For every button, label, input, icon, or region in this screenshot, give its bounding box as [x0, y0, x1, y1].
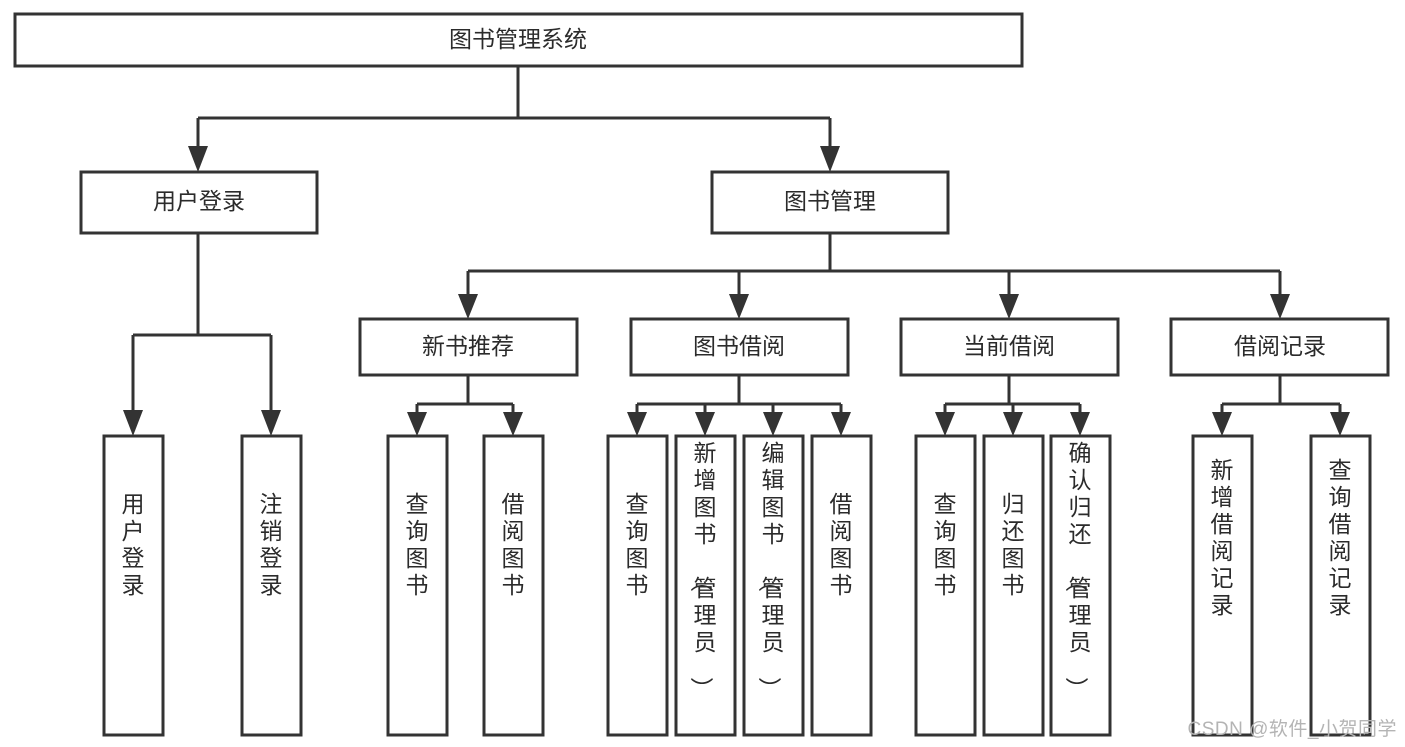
node-borrow-record-label: 借阅记录	[1234, 333, 1326, 359]
node-leaf-query-record-label: 查询借阅记录	[1329, 457, 1352, 618]
arrowhead-borrow-record	[1270, 294, 1290, 319]
node-borrow-record[interactable]: 借阅记录	[1169, 317, 1390, 377]
node-root-label: 图书管理系统	[449, 26, 587, 52]
node-book-borrow-label: 图书借阅	[693, 333, 785, 359]
arrowhead-leaf-query-record	[1330, 412, 1350, 436]
node-leaf-add-record[interactable]: 新增借阅记录	[1191, 434, 1254, 737]
node-leaf-confirm-return[interactable]: 确认归还（管理员）	[1049, 434, 1112, 737]
node-leaf-query-book-1-box[interactable]	[386, 434, 449, 737]
node-leaf-query-book-1-label: 查询图书	[406, 491, 429, 598]
node-user-login-box[interactable]	[79, 170, 319, 235]
node-book-management[interactable]: 图书管理	[710, 170, 950, 235]
node-leaf-add-record-box[interactable]	[1191, 434, 1254, 737]
node-leaf-query-record-box[interactable]	[1309, 434, 1372, 737]
node-leaf-logout-box[interactable]	[240, 434, 303, 737]
node-new-book-recommend-box[interactable]	[358, 317, 579, 377]
node-leaf-add-book[interactable]: 新增图书（管理员）	[674, 434, 737, 737]
node-leaf-edit-book-box[interactable]	[742, 434, 805, 737]
arrowhead-book-borrow	[729, 294, 749, 319]
connector-group-borrow-record	[1212, 375, 1350, 436]
node-new-book-recommend[interactable]: 新书推荐	[358, 317, 579, 377]
node-leaf-query-book-3-label: 查询图书	[934, 491, 957, 598]
node-borrow-record-box[interactable]	[1169, 317, 1390, 377]
arrowhead-leaf-user-login	[123, 410, 143, 436]
arrowhead-user-login	[188, 146, 208, 172]
node-new-book-recommend-label: 新书推荐	[422, 333, 514, 359]
arrowhead-leaf-return-book	[1003, 412, 1023, 436]
node-user-login-label: 用户登录	[153, 188, 245, 214]
connector-group-root	[188, 66, 840, 172]
node-leaf-query-book-3[interactable]: 查询图书	[914, 434, 977, 737]
node-current-borrow-label: 当前借阅	[963, 333, 1055, 359]
node-leaf-query-book-3-box[interactable]	[914, 434, 977, 737]
connector-group-new-book-recommend	[407, 375, 523, 436]
node-leaf-logout-label: 注销登录	[260, 491, 283, 598]
arrowhead-leaf-query-book-2	[627, 412, 647, 436]
arrowhead-leaf-confirm-return	[1070, 412, 1090, 436]
arrowhead-leaf-add-book	[695, 412, 715, 436]
node-leaf-borrow-book-2-box[interactable]	[810, 434, 873, 737]
node-leaf-borrow-book-1-box[interactable]	[482, 434, 545, 737]
node-current-borrow-box[interactable]	[899, 317, 1120, 377]
connector-group-book-borrow	[627, 375, 851, 436]
arrowhead-leaf-query-book-3	[935, 412, 955, 436]
arrowhead-leaf-query-book-1	[407, 412, 427, 436]
node-leaf-add-book-box[interactable]	[674, 434, 737, 737]
arrowhead-new-book-recommend	[458, 294, 478, 319]
node-current-borrow[interactable]: 当前借阅	[899, 317, 1120, 377]
node-leaf-confirm-return-label: 确认归还（管理员）	[1064, 440, 1092, 700]
node-root[interactable]: 图书管理系统	[13, 12, 1024, 68]
node-user-login[interactable]: 用户登录	[79, 170, 319, 235]
node-root-box[interactable]	[13, 12, 1024, 68]
arrowhead-leaf-borrow-book-1	[503, 412, 523, 436]
node-leaf-confirm-return-box[interactable]	[1049, 434, 1112, 737]
node-leaf-return-book[interactable]: 归还图书	[982, 434, 1045, 737]
arrowhead-leaf-logout	[261, 410, 281, 436]
connector-group-user-login	[123, 233, 281, 436]
node-book-management-box[interactable]	[710, 170, 950, 235]
node-leaf-user-login-label: 用户登录	[122, 491, 145, 598]
node-leaf-logout[interactable]: 注销登录	[240, 434, 303, 737]
node-leaf-add-book-label: 新增图书（管理员）	[689, 440, 717, 700]
arrowhead-leaf-add-record	[1212, 412, 1232, 436]
node-leaf-user-login-box[interactable]	[102, 434, 165, 737]
node-leaf-user-login[interactable]: 用户登录	[102, 434, 165, 737]
node-leaf-query-book-2-box[interactable]	[606, 434, 669, 737]
csdn-watermark: CSDN @软件_小贺同学	[1187, 719, 1397, 740]
node-leaf-query-record[interactable]: 查询借阅记录	[1309, 434, 1372, 737]
connector-group-book-management	[458, 233, 1290, 319]
node-leaf-query-book-2-label: 查询图书	[626, 491, 649, 598]
node-leaf-borrow-book-2[interactable]: 借阅图书	[810, 434, 873, 737]
arrowhead-leaf-edit-book	[763, 412, 783, 436]
node-leaf-edit-book-label: 编辑图书（管理员）	[757, 440, 785, 700]
node-leaf-edit-book[interactable]: 编辑图书（管理员）	[742, 434, 805, 737]
arrowhead-leaf-borrow-book-2	[831, 412, 851, 436]
node-book-borrow[interactable]: 图书借阅	[629, 317, 850, 377]
node-leaf-borrow-book-1-label: 借阅图书	[502, 491, 525, 598]
arrowhead-current-borrow	[999, 294, 1019, 319]
node-leaf-borrow-book-1[interactable]: 借阅图书	[482, 434, 545, 737]
node-leaf-add-record-label: 新增借阅记录	[1211, 457, 1234, 618]
node-leaf-query-book-2[interactable]: 查询图书	[606, 434, 669, 737]
node-leaf-borrow-book-2-label: 借阅图书	[830, 491, 853, 598]
node-leaf-return-book-label: 归还图书	[1002, 491, 1025, 598]
connector-group-current-borrow	[935, 375, 1090, 436]
arrowhead-book-management	[820, 146, 840, 172]
node-book-borrow-box[interactable]	[629, 317, 850, 377]
node-leaf-query-book-1[interactable]: 查询图书	[386, 434, 449, 737]
node-leaf-return-book-box[interactable]	[982, 434, 1045, 737]
node-book-management-label: 图书管理	[784, 188, 876, 214]
